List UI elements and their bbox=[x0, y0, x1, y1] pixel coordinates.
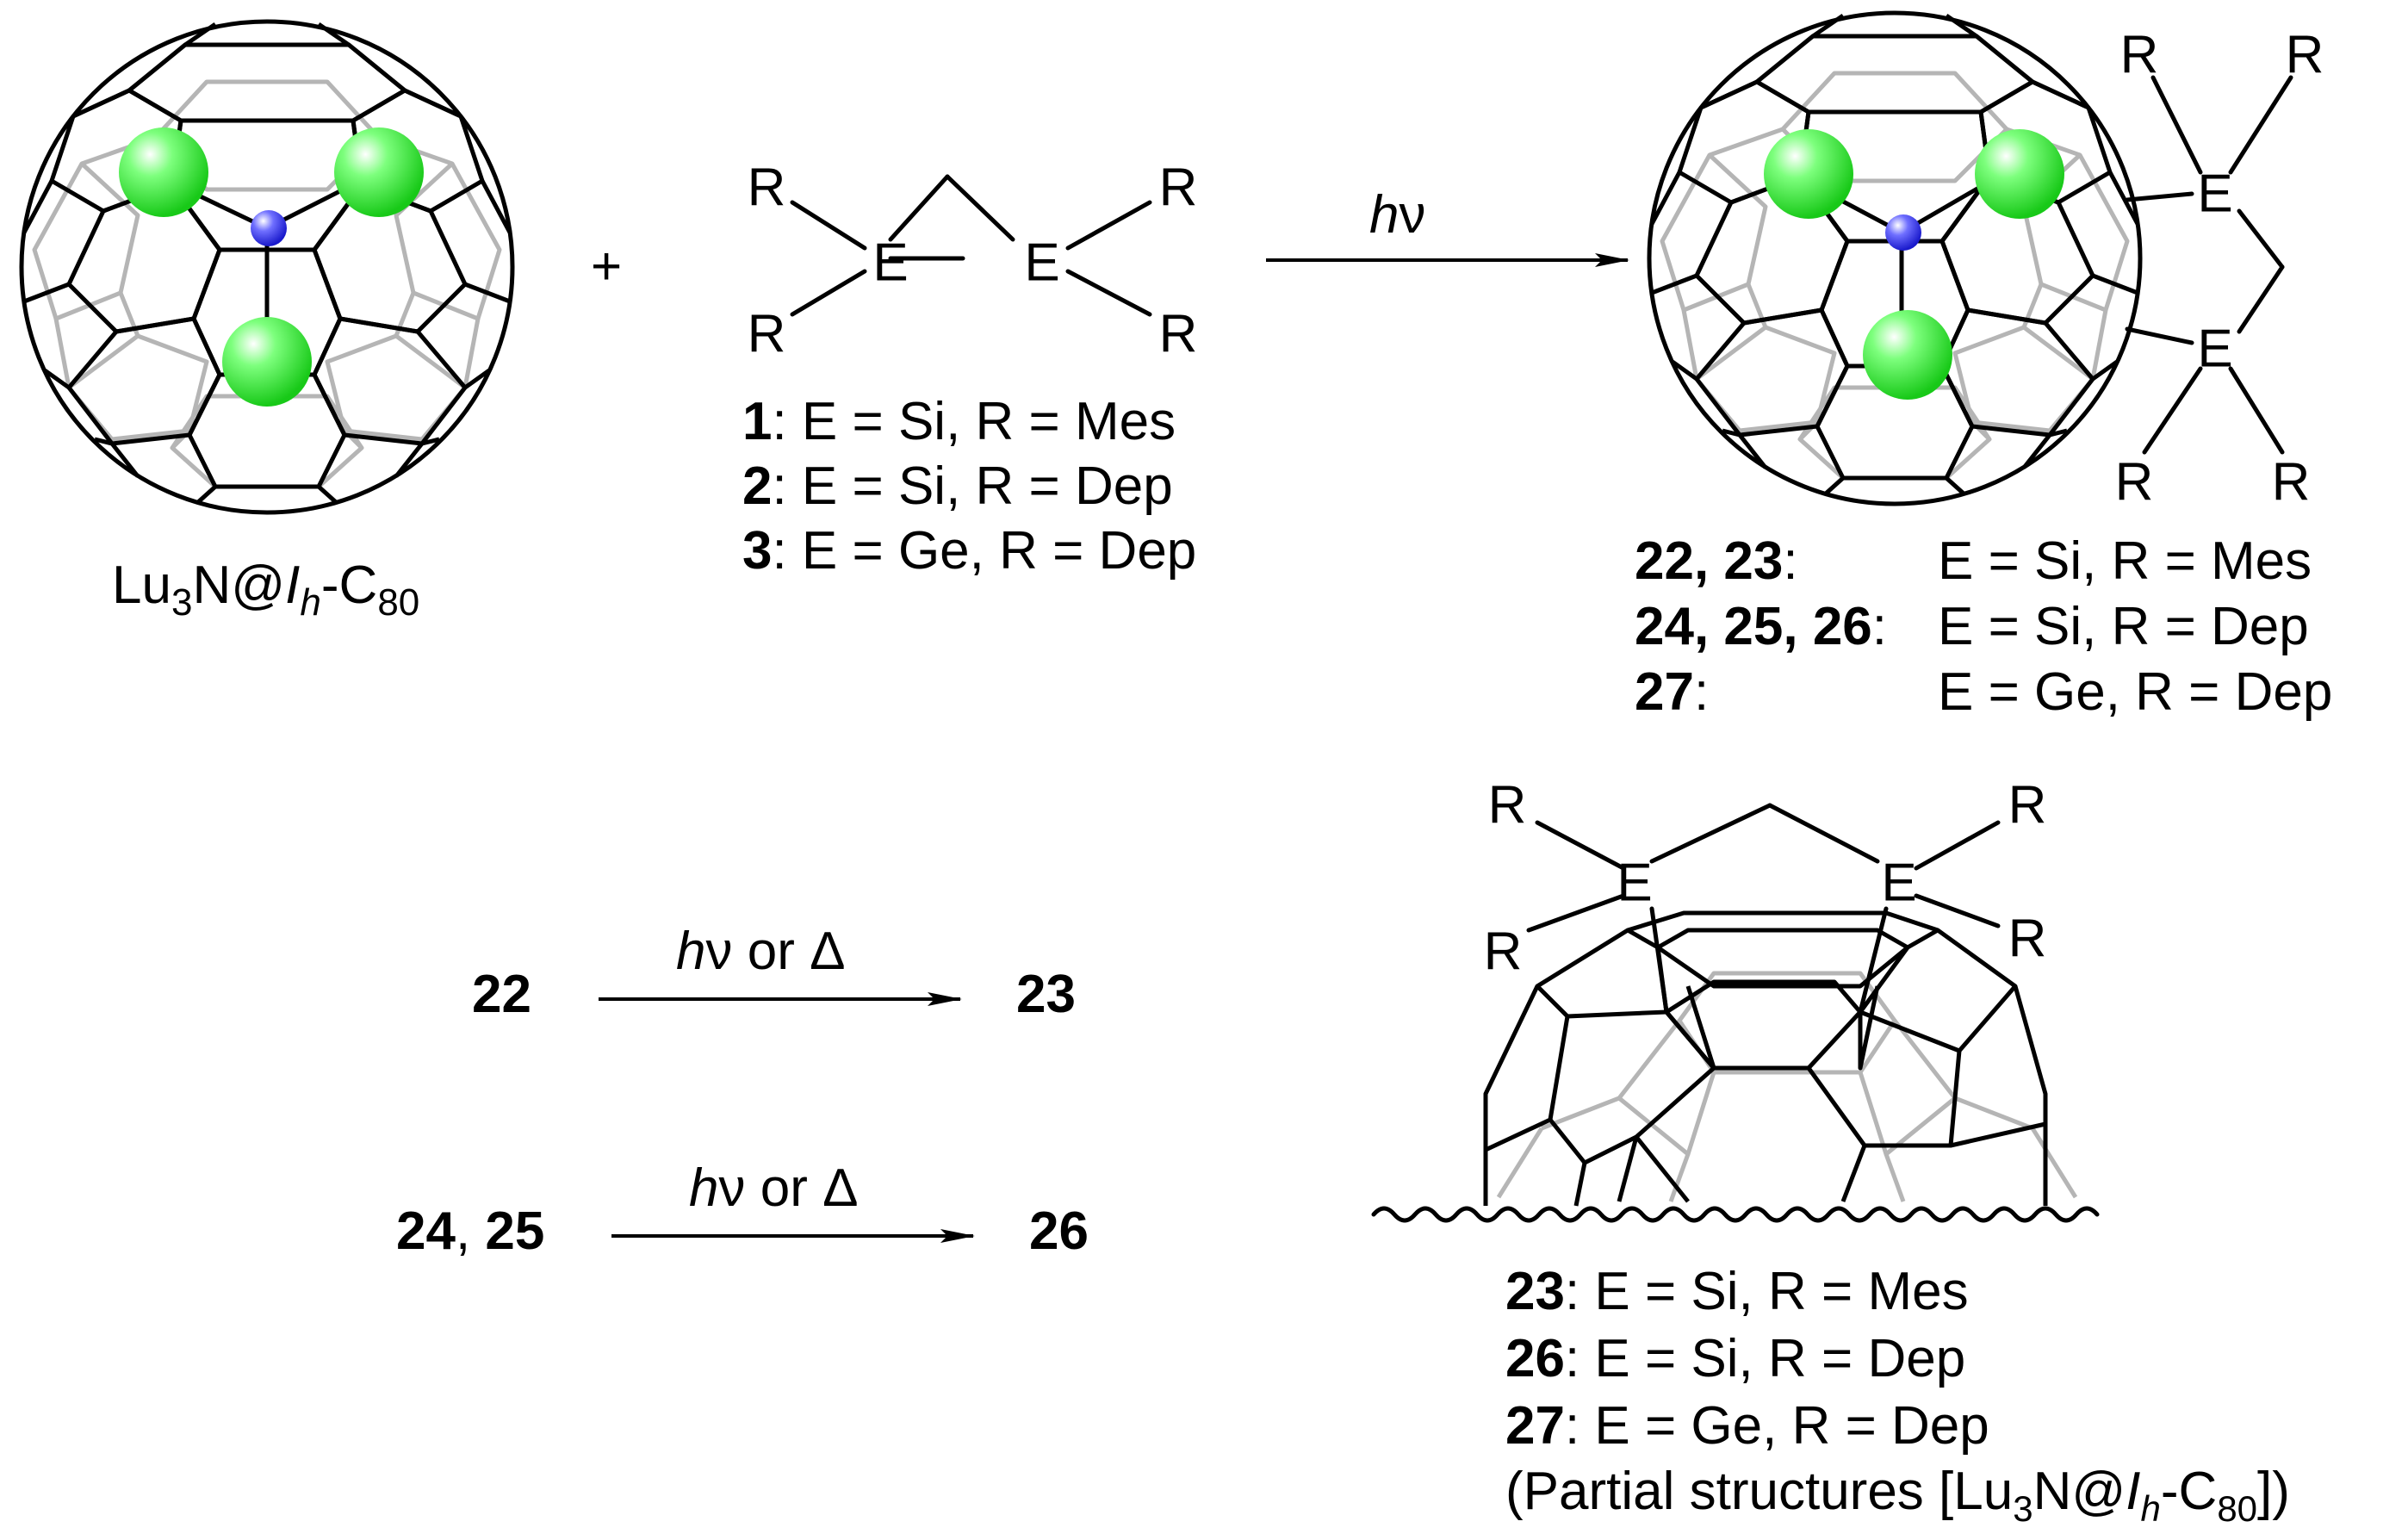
svg-text:hν or Δ: hν or Δ bbox=[689, 1158, 858, 1218]
n-atom bbox=[251, 210, 287, 246]
conversion-22-to-23: 22 hν or Δ 23 bbox=[472, 922, 1076, 1024]
atom-r-ul: R bbox=[748, 158, 786, 218]
main-reaction-arrow: hν bbox=[1266, 185, 1629, 267]
lu-atom-3 bbox=[222, 317, 312, 407]
svg-text:E = Si, R = Dep: E = Si, R = Dep bbox=[1938, 597, 2309, 656]
plus-sign: + bbox=[591, 237, 622, 296]
atom-e-right: E bbox=[1024, 233, 1059, 293]
svg-text:23: 23 bbox=[1016, 965, 1076, 1024]
lu-atom-2 bbox=[334, 127, 424, 217]
svg-text:26: 26 bbox=[1029, 1202, 1089, 1261]
svg-text:R: R bbox=[1484, 922, 1523, 982]
product-silyl-bridge: E E R R R R bbox=[2115, 26, 2324, 512]
reactant-fullerene bbox=[22, 22, 512, 512]
svg-text:24, 25, 26:: 24, 25, 26: bbox=[1635, 597, 1887, 656]
svg-text:R: R bbox=[2008, 776, 2047, 835]
svg-text:24, 25: 24, 25 bbox=[396, 1202, 544, 1261]
svg-text:E = Ge, R = Dep: E = Ge, R = Dep bbox=[1938, 662, 2332, 722]
svg-text:E: E bbox=[1617, 854, 1652, 913]
product-legend: 22, 23: E = Si, R = Mes 24, 25, 26: E = … bbox=[1635, 531, 2332, 722]
product-fullerene bbox=[1649, 13, 2140, 504]
svg-text:R: R bbox=[2120, 26, 2159, 85]
atom-e-left: E bbox=[872, 233, 908, 293]
disilirane-legend: 1: E = Si, R = Mes 2: E = Si, R = Dep 3:… bbox=[742, 392, 1196, 581]
svg-text:22: 22 bbox=[472, 965, 531, 1024]
svg-text:27: E = Ge, R = Dep: 27: E = Ge, R = Dep bbox=[1505, 1396, 1989, 1456]
svg-text:(Partial structures [Lu3N@Ih-C: (Partial structures [Lu3N@Ih-C80]) bbox=[1505, 1462, 2290, 1529]
svg-text:E = Si, R = Mes: E = Si, R = Mes bbox=[1938, 531, 2312, 591]
svg-text:R: R bbox=[2286, 26, 2324, 85]
partial-legend: 23: E = Si, R = Mes 26: E = Si, R = Dep … bbox=[1505, 1262, 2290, 1529]
disilirane-structure: E E R R R R bbox=[748, 158, 1198, 364]
svg-text:R: R bbox=[1488, 776, 1527, 835]
svg-text:23: E = Si, R = Mes: 23: E = Si, R = Mes bbox=[1505, 1262, 1969, 1321]
svg-text:3: E = Ge, R = Dep: 3: E = Ge, R = Dep bbox=[742, 521, 1196, 581]
partial-structure: E E R R R R bbox=[1371, 776, 2100, 1223]
svg-text:1: E = Si, R = Mes: 1: E = Si, R = Mes bbox=[742, 392, 1176, 451]
lu-atom-1 bbox=[119, 127, 208, 217]
atom-r-ur: R bbox=[1159, 158, 1198, 218]
svg-text:hν: hν bbox=[1369, 185, 1425, 245]
svg-text:E: E bbox=[2197, 165, 2232, 224]
svg-text:E: E bbox=[2197, 320, 2232, 379]
svg-text:E: E bbox=[1881, 854, 1916, 913]
atom-r-ll: R bbox=[748, 305, 786, 364]
svg-text:22, 23:: 22, 23: bbox=[1635, 531, 1798, 591]
svg-text:hν or Δ: hν or Δ bbox=[676, 922, 845, 981]
svg-text:27:: 27: bbox=[1635, 662, 1709, 722]
svg-text:26: E = Si, R = Dep: 26: E = Si, R = Dep bbox=[1505, 1329, 1965, 1388]
svg-text:2: E = Si, R = Dep: 2: E = Si, R = Dep bbox=[742, 456, 1173, 516]
svg-text:R: R bbox=[2008, 910, 2047, 969]
conversion-24-25-to-26: 24, 25 hν or Δ 26 bbox=[396, 1158, 1089, 1261]
svg-text:R: R bbox=[2115, 453, 2154, 512]
atom-r-lr: R bbox=[1159, 305, 1198, 364]
svg-text:R: R bbox=[2272, 453, 2311, 512]
reactant-label: Lu3N@Ih-C80 bbox=[112, 556, 419, 624]
